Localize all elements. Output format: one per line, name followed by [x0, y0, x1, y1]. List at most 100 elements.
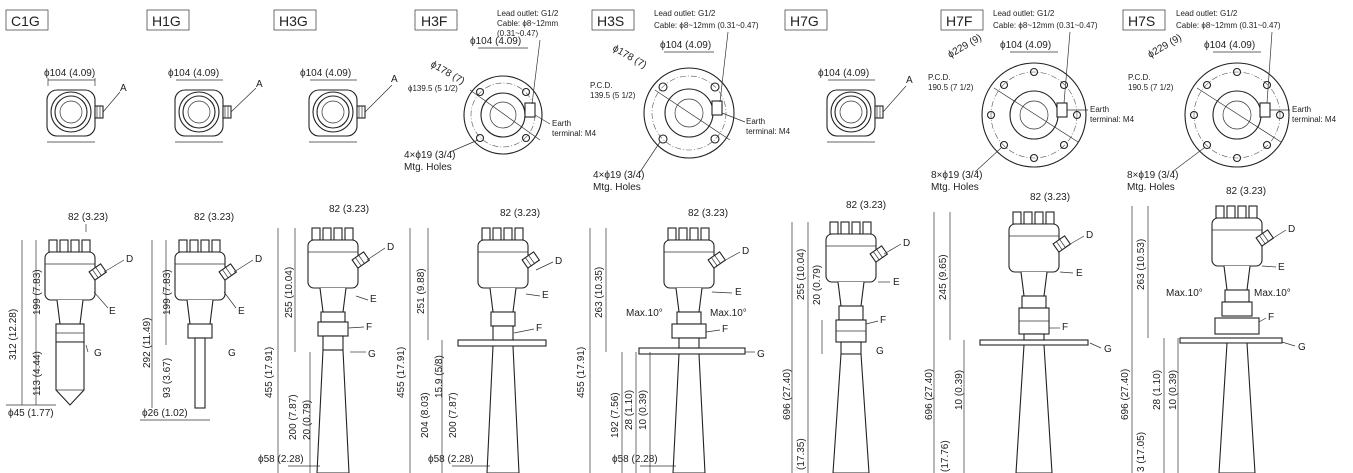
- model-labels: C1G H1G H3G H3F H3S H7G H7F H7S: [5, 9, 1166, 31]
- dim-d104-c1g: ϕ104 (4.09): [44, 68, 95, 79]
- dim-455-h3g: 455 (17.91): [264, 347, 275, 398]
- dim-d104-h1g: ϕ104 (4.09): [168, 68, 219, 79]
- dim-82-h7s: 82 (3.23): [1226, 186, 1266, 197]
- dim-200-h3f: 200 (7.87): [448, 392, 459, 438]
- dim-82-c1g: 82 (3.23): [68, 212, 108, 223]
- lead-outlet-h7f: Lead outlet: G1/2: [993, 9, 1055, 18]
- model-label-h1g: H1G: [152, 13, 181, 29]
- label-e-c1g: E: [109, 306, 116, 317]
- lead-outlet-h3f: Lead outlet: G1/2: [497, 9, 559, 18]
- dim-82-h3s: 82 (3.23): [688, 208, 728, 219]
- label-a-h1g: A: [256, 79, 263, 90]
- pcd-h7f: P.C.D.: [928, 73, 951, 82]
- dim-255-h7g: 255 (10.04): [796, 249, 807, 300]
- terminal-h7f: terminal: M4: [1090, 115, 1135, 124]
- label-f-h3f: F: [536, 323, 542, 334]
- mtg-holes-h3f: Mtg. Holes: [404, 162, 452, 173]
- holes-h3s: 4×ϕ19 (3/4): [593, 170, 644, 181]
- holes-h7f: 8×ϕ19 (3/4): [931, 170, 982, 181]
- label-f-h7g: F: [880, 315, 886, 326]
- label-d-h3f: D: [555, 256, 562, 267]
- label-d-h7s: D: [1288, 224, 1295, 235]
- side-view-c1g: 312 (12.28) 199 (7.83) 113 (4.44) 82 (3.…: [6, 212, 133, 419]
- top-view-h3g: ϕ104 (4.09) A: [300, 68, 398, 143]
- holes-h7s: 8×ϕ19 (3/4): [1127, 170, 1178, 181]
- dim-199-h1g: 199 (7.83): [162, 269, 173, 315]
- cable-h7f: Cable: ϕ8~12mm (0.31~0.47): [993, 21, 1098, 30]
- label-e-h7f: E: [1076, 268, 1083, 279]
- dim-d178-h3s: ϕ178 (7): [611, 43, 649, 71]
- side-view-h7s: 696 (27.40) 263 (10.53) 28 (1.10) 10 (0.…: [1120, 186, 1306, 473]
- label-f-h3g: F: [366, 322, 372, 333]
- mtg-holes-h7s: Mtg. Holes: [1127, 182, 1175, 193]
- pcd-val-h7f: 190.5 (7 1/2): [928, 83, 974, 92]
- label-a-h7g: A: [906, 75, 913, 86]
- dim-82-h3f: 82 (3.23): [500, 208, 540, 219]
- holes-h3f: 4×ϕ19 (3/4): [404, 150, 455, 161]
- pcd-val-h3s: 139.5 (5 1/2): [590, 91, 636, 100]
- max10-right-h7s: Max.10°: [1254, 288, 1291, 299]
- label-e-h3g: E: [370, 294, 377, 305]
- dim-82-h7g: 82 (3.23): [846, 200, 886, 211]
- top-view-h3s: ϕ104 (4.09) ϕ178 (7) P.C.D. 139.5 (5 1/2…: [590, 9, 791, 193]
- terminal-h3f: terminal: M4: [552, 129, 597, 138]
- label-d-h3s: D: [742, 246, 749, 257]
- dim-204-h3f: 204 (8.03): [420, 392, 431, 438]
- label-g-h7g: G: [876, 346, 884, 357]
- label-g-h1g: G: [228, 348, 236, 359]
- side-view-h1g: 292 (11.49) 199 (7.83) 93 (3.67) 82 (3.2…: [140, 212, 262, 421]
- dim-200-h3g: 200 (7.87): [288, 394, 299, 440]
- label-d-h1g: D: [255, 254, 262, 265]
- dim-82-h3g: 82 (3.23): [329, 204, 369, 215]
- label-a-c1g: A: [120, 83, 127, 94]
- label-e-h1g: E: [238, 306, 245, 317]
- dim-28-h7s: 28 (1.10): [1152, 370, 1163, 410]
- dim-199-c1g: 199 (7.83): [32, 269, 43, 315]
- model-label-h7s: H7S: [1128, 13, 1155, 29]
- max10-left-h7s: Max.10°: [1166, 288, 1203, 299]
- label-a-h3g: A: [391, 74, 398, 85]
- label-f-h3s: F: [722, 324, 728, 335]
- label-e-h7s: E: [1278, 262, 1285, 273]
- dim-10-h7f: 10 (0.39): [954, 370, 965, 410]
- earth-h3f: Earth: [552, 119, 571, 128]
- dim-d58-h3g: ϕ58 (2.28): [258, 454, 304, 465]
- dim-d229-h7s: ϕ229 (9): [1146, 32, 1184, 60]
- dim-292-h1g: 292 (11.49): [142, 318, 153, 368]
- label-e-h3f: E: [542, 290, 549, 301]
- dim-1705-h7s: 3 (17.05): [1136, 432, 1147, 472]
- dim-d104-h7s: ϕ104 (4.09): [1204, 40, 1255, 51]
- label-f-h7s: F: [1268, 312, 1274, 323]
- model-label-c1g: C1G: [11, 13, 40, 29]
- side-view-h3f: 455 (17.91) 251 (9.88) 204 (8.03) 15.9 (…: [396, 208, 562, 473]
- label-g-h7s: G: [1298, 342, 1306, 353]
- dim-d104-h7f: ϕ104 (4.09): [1000, 40, 1051, 51]
- dim-263-h7s: 263 (10.53): [1136, 239, 1147, 290]
- side-view-h7f: 696 (27.40) 245 (9.65) 10 (0.39) (17.76)…: [924, 192, 1112, 473]
- label-g-h7f: G: [1104, 344, 1112, 355]
- label-d-h7g: D: [903, 238, 910, 249]
- side-view-h3g: 455 (17.91) 255 (10.04) 200 (7.87) 20 (0…: [258, 204, 394, 473]
- pcd-h3s: P.C.D.: [590, 81, 613, 90]
- model-label-h3f: H3F: [421, 13, 447, 29]
- max10-right-h3s: Max.10°: [710, 308, 747, 319]
- dim-d26-h1g: ϕ26 (1.02): [142, 408, 188, 419]
- dim-d229-h7f: ϕ229 (9): [946, 32, 984, 60]
- dim-d104-h3s: ϕ104 (4.09): [660, 40, 711, 51]
- top-view-h7g: ϕ104 (4.09) A: [818, 68, 913, 143]
- dim-d58-h3s: ϕ58 (2.28): [612, 454, 658, 465]
- label-d-c1g: D: [126, 254, 133, 265]
- dim-696-h7g: 696 (27.40): [782, 369, 793, 420]
- terminal-h3s: terminal: M4: [746, 127, 791, 136]
- pcd-val-h7s: 190.5 (7 1/2): [1128, 83, 1174, 92]
- dim-28-h3s: 28 (1.10): [624, 390, 635, 430]
- side-view-h3s: 455 (17.91) 263 (10.35) 192 (7.56) 28 (1…: [576, 208, 765, 473]
- model-label-h7g: H7G: [790, 13, 819, 29]
- dim-d104-h7g: ϕ104 (4.09): [818, 68, 869, 79]
- lead-outlet-h3s: Lead outlet: G1/2: [654, 9, 716, 18]
- earth-h7s: Earth: [1292, 105, 1311, 114]
- dim-113-c1g: 113 (4.44): [32, 351, 43, 396]
- model-label-h3s: H3S: [597, 13, 624, 29]
- terminal-h7s: terminal: M4: [1292, 115, 1337, 124]
